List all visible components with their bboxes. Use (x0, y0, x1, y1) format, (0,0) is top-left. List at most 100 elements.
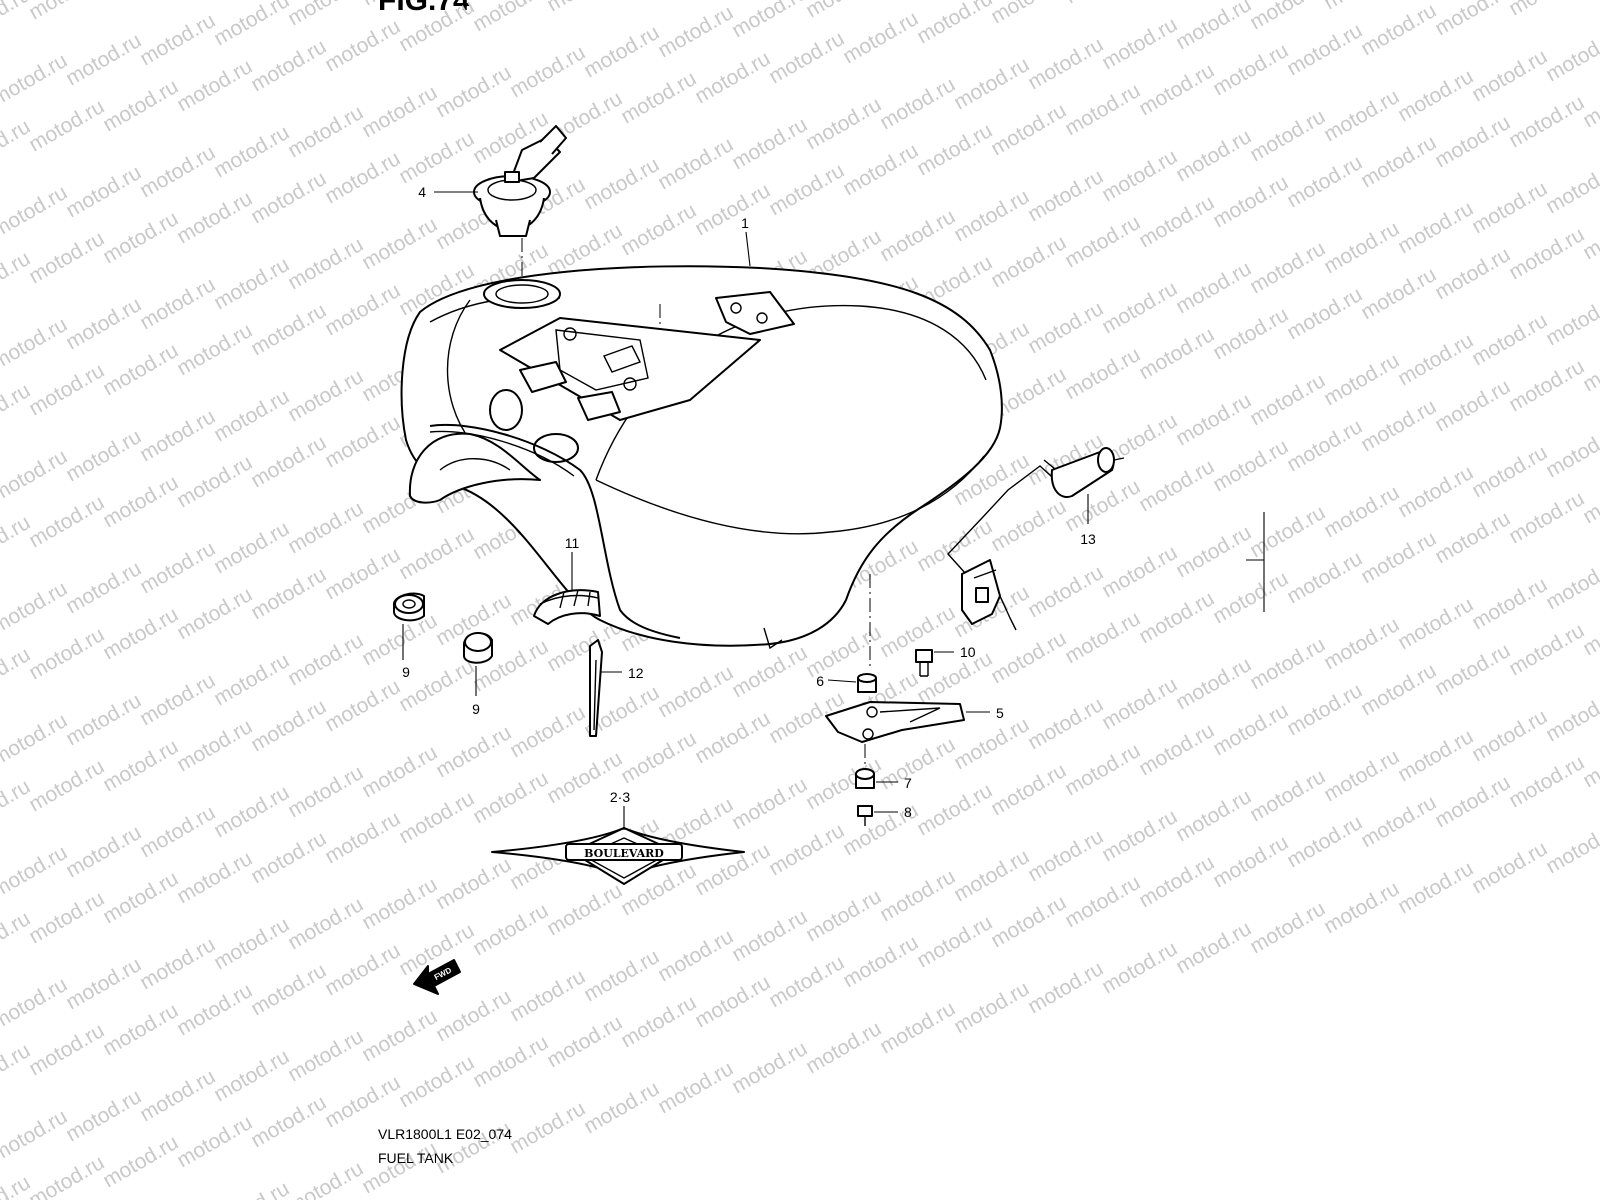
watermark-text: motod.ru (99, 75, 182, 136)
watermark-text: motod.ru (876, 205, 959, 266)
watermark-text: motod.ru (25, 95, 108, 156)
watermark-text: motod.ru (580, 945, 663, 1006)
watermark-text: motod.ru (765, 27, 848, 88)
watermark-text: motod.ru (0, 181, 71, 242)
watermark-text: motod.ru (691, 179, 774, 240)
watermark-text: motod.ru (506, 701, 589, 762)
watermark-text: motod.ru (1172, 125, 1255, 186)
watermark-text: motod.ru (210, 781, 293, 842)
watermark-text: motod.ru (1061, 0, 1144, 8)
watermark-text: motod.ru (99, 471, 182, 532)
watermark-text: motod.ru (1394, 65, 1477, 126)
watermark-text: motod.ru (1246, 501, 1329, 562)
watermark-text: motod.ru (1505, 355, 1588, 416)
watermark-text: motod.ru (469, 767, 552, 828)
watermark-text: motod.ru (99, 339, 182, 400)
watermark-text: motod.ru (247, 695, 330, 756)
watermark-text: motod.ru (173, 847, 256, 908)
watermark-text: motod.ru (99, 999, 182, 1060)
watermark-text: motod.ru (210, 253, 293, 314)
watermark-text: motod.ru (136, 537, 219, 598)
watermark-text: motod.ru (173, 979, 256, 1040)
watermark-text: motod.ru (62, 425, 145, 486)
fuel-tank (400, 265, 1003, 650)
watermark-text: motod.ru (1098, 13, 1181, 74)
watermark-text: motod.ru (1172, 785, 1255, 846)
watermark-text: motod.ru (358, 1005, 441, 1066)
watermark-text: motod.ru (1505, 487, 1588, 548)
watermark-text: motod.ru (1505, 91, 1588, 152)
watermark-text: motod.ru (1246, 0, 1329, 34)
watermark-text: motod.ru (136, 801, 219, 862)
watermark-text: motod.ru (1468, 837, 1551, 898)
watermark-text: motod.ru (321, 1071, 404, 1132)
watermark-text: motod.ru (1246, 897, 1329, 958)
watermark-text: motod.ru (395, 0, 478, 56)
watermark-text: motod.ru (173, 319, 256, 380)
watermark-text: motod.ru (1394, 197, 1477, 258)
watermark-text: motod.ru (0, 49, 71, 110)
watermark-text: motod.ru (950, 977, 1033, 1038)
watermark-text: motod.ru (543, 879, 626, 940)
watermark-text: motod.ru (173, 1111, 256, 1172)
watermark-text: motod.ru (99, 1131, 182, 1192)
watermark-text: motod.ru (1135, 323, 1218, 384)
watermark-text: motod.ru (0, 115, 34, 176)
emblem-text: BOULEVARD (584, 847, 664, 860)
watermark-text: motod.ru (321, 675, 404, 736)
watermark-text: motod.ru (358, 81, 441, 142)
watermark-text: motod.ru (358, 1137, 441, 1198)
watermark-text: motod.ru (0, 313, 71, 374)
watermark-text: motod.ru (284, 761, 367, 822)
watermark-text: motod.ru (654, 661, 737, 722)
watermark-text: motod.ru (654, 925, 737, 986)
watermark-text: motod.ru (876, 733, 959, 794)
watermark-text: motod.ru (1505, 751, 1588, 812)
watermark-text: motod.ru (210, 0, 293, 50)
watermark-text: motod.ru (1024, 297, 1107, 358)
watermark-text: motod.ru (987, 99, 1070, 160)
watermark-text: motod.ru (284, 101, 367, 162)
watermark-text: motod.ru (136, 933, 219, 994)
watermark-text: motod.ru (284, 233, 367, 294)
watermark-text: motod.ru (1098, 277, 1181, 338)
watermark-text: motod.ru (1061, 211, 1144, 272)
watermark-text: motod.ru (1320, 613, 1403, 674)
watermark-text: motod.ru (247, 1091, 330, 1152)
watermark-text: motod.ru (1135, 455, 1218, 516)
watermark-text: motod.ru (284, 629, 367, 690)
watermark-text: motod.ru (1283, 19, 1366, 80)
watermark-text: motod.ru (1061, 871, 1144, 932)
callout-11: 11 (565, 535, 580, 551)
watermark-text: motod.ru (62, 29, 145, 90)
watermark-text: motod.ru (1135, 587, 1218, 648)
watermark-text: motod.ru (1468, 441, 1551, 502)
watermark-text: motod.ru (691, 971, 774, 1032)
watermark-text: motod.ru (1024, 165, 1107, 226)
watermark-text: motod.ru (1505, 223, 1588, 284)
watermark-text: motod.ru (284, 365, 367, 426)
watermark-text: motod.ru (25, 359, 108, 420)
tank-cushion (533, 589, 601, 625)
watermark-text: motod.ru (1357, 263, 1440, 324)
watermark-text: motod.ru (99, 603, 182, 664)
watermark-text: motod.ru (839, 139, 922, 200)
watermark-text: motod.ru (432, 721, 515, 782)
watermark-text: motod.ru (62, 293, 145, 354)
watermark-text: motod.ru (284, 1025, 367, 1086)
boulevard-emblem: BOULEVARD (491, 827, 745, 885)
watermark-text: motod.ru (210, 649, 293, 710)
watermark-text: motod.ru (25, 1019, 108, 1080)
watermark-text: motod.ru (284, 893, 367, 954)
watermark-text: motod.ru (1135, 851, 1218, 912)
watermark-text: motod.ru (1542, 421, 1600, 482)
watermark-text: motod.ru (1394, 593, 1477, 654)
callout-12: 12 (628, 665, 644, 681)
watermark-text: motod.ru (469, 0, 552, 36)
watermark-text: motod.ru (1209, 435, 1292, 496)
watermark-text: motod.ru (1357, 791, 1440, 852)
watermark-text: motod.ru (358, 741, 441, 802)
watermark-text: motod.ru (654, 1, 737, 62)
watermark-text: motod.ru (1431, 111, 1514, 172)
watermark-text: motod.ru (1542, 289, 1600, 350)
